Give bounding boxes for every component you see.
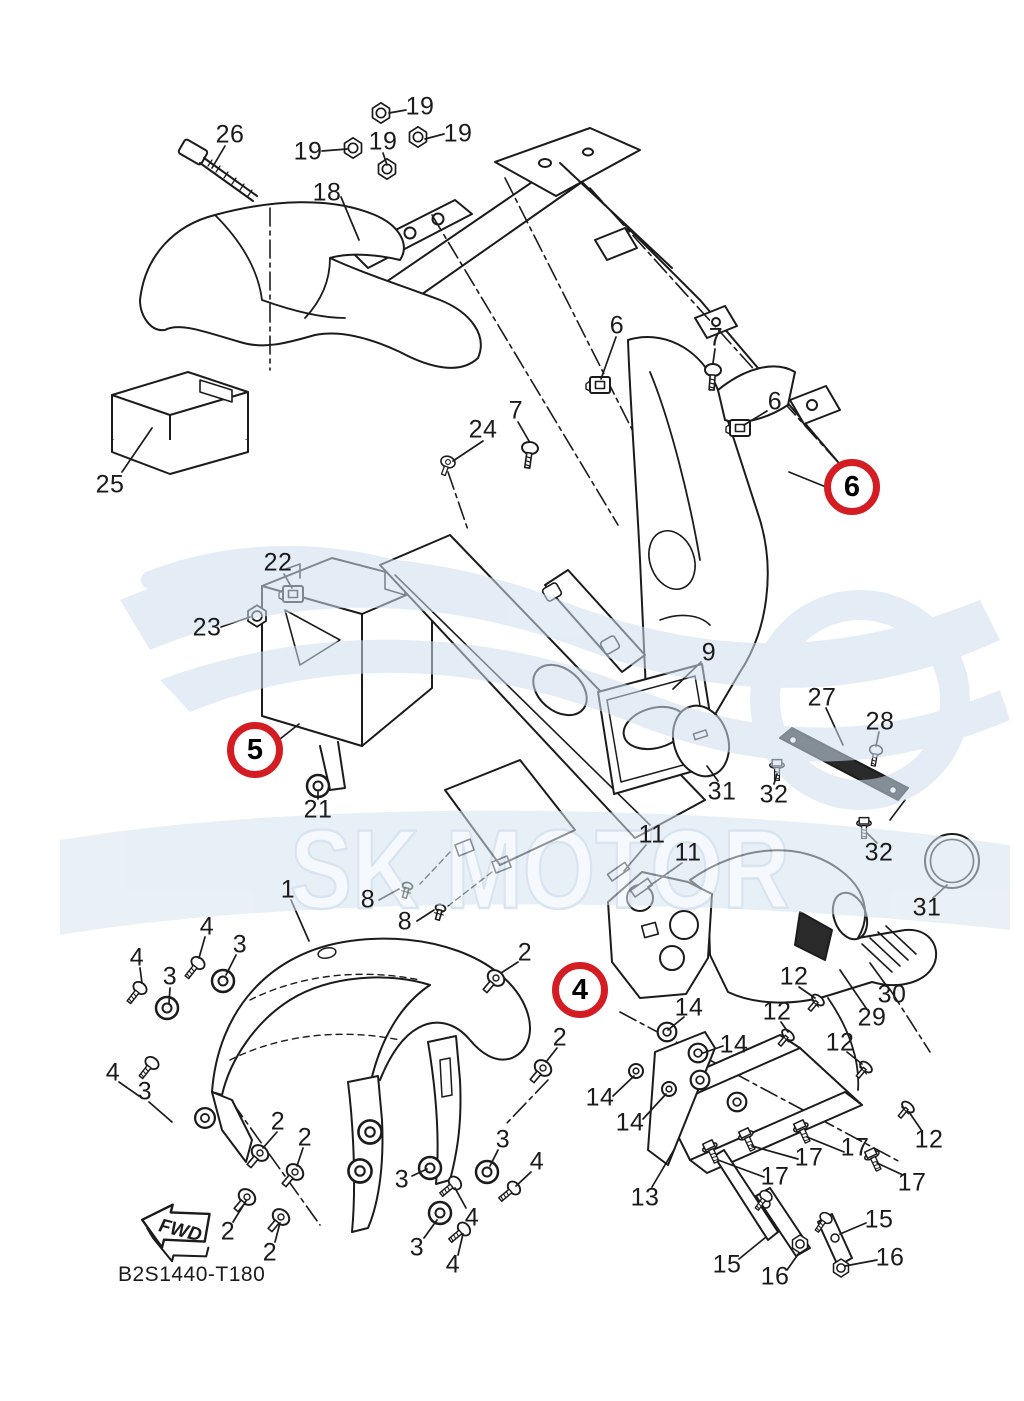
screw-icon xyxy=(134,1053,162,1083)
washer-icon xyxy=(661,1081,677,1097)
collar-icon xyxy=(427,1200,453,1226)
nut-icon xyxy=(408,125,428,149)
screw-icon xyxy=(444,1219,474,1247)
damper-icon xyxy=(689,1069,711,1091)
washer-icon xyxy=(628,1063,644,1079)
screw-icon xyxy=(524,1055,556,1088)
damper-icon xyxy=(726,1091,748,1113)
collar-icon xyxy=(417,1155,443,1181)
screw-pin-icon xyxy=(851,1058,875,1083)
clip-nut-icon xyxy=(725,419,751,437)
tail-cover-part xyxy=(111,201,482,475)
nut-icon xyxy=(377,157,397,181)
nut-icon xyxy=(371,101,391,125)
carrier-bracket-group xyxy=(647,1031,863,1267)
screw-icon xyxy=(180,953,208,983)
grommet-icon xyxy=(193,1106,217,1130)
front-fender-part xyxy=(211,937,531,1233)
watermark-logo: SK MOTOR xyxy=(60,545,1010,935)
watermark-text: SK MOTOR xyxy=(290,807,790,932)
nut-icon xyxy=(832,1258,850,1278)
bolt-icon xyxy=(861,1145,887,1175)
grommet-icon xyxy=(154,995,180,1021)
nut-icon xyxy=(791,1234,809,1254)
clip-nut-icon xyxy=(585,376,611,394)
screw-icon xyxy=(228,1184,260,1217)
grommet-icon xyxy=(210,968,236,994)
screw-icon xyxy=(518,439,540,470)
collar-icon xyxy=(474,1159,500,1185)
nut-icon xyxy=(343,136,363,160)
fwd-arrow: FWD xyxy=(140,1203,211,1263)
screw-icon xyxy=(122,978,150,1008)
cable-tie-part xyxy=(177,138,258,202)
screw-icon xyxy=(435,453,458,479)
diagram-code: B2S1440-T180 xyxy=(118,1263,266,1286)
